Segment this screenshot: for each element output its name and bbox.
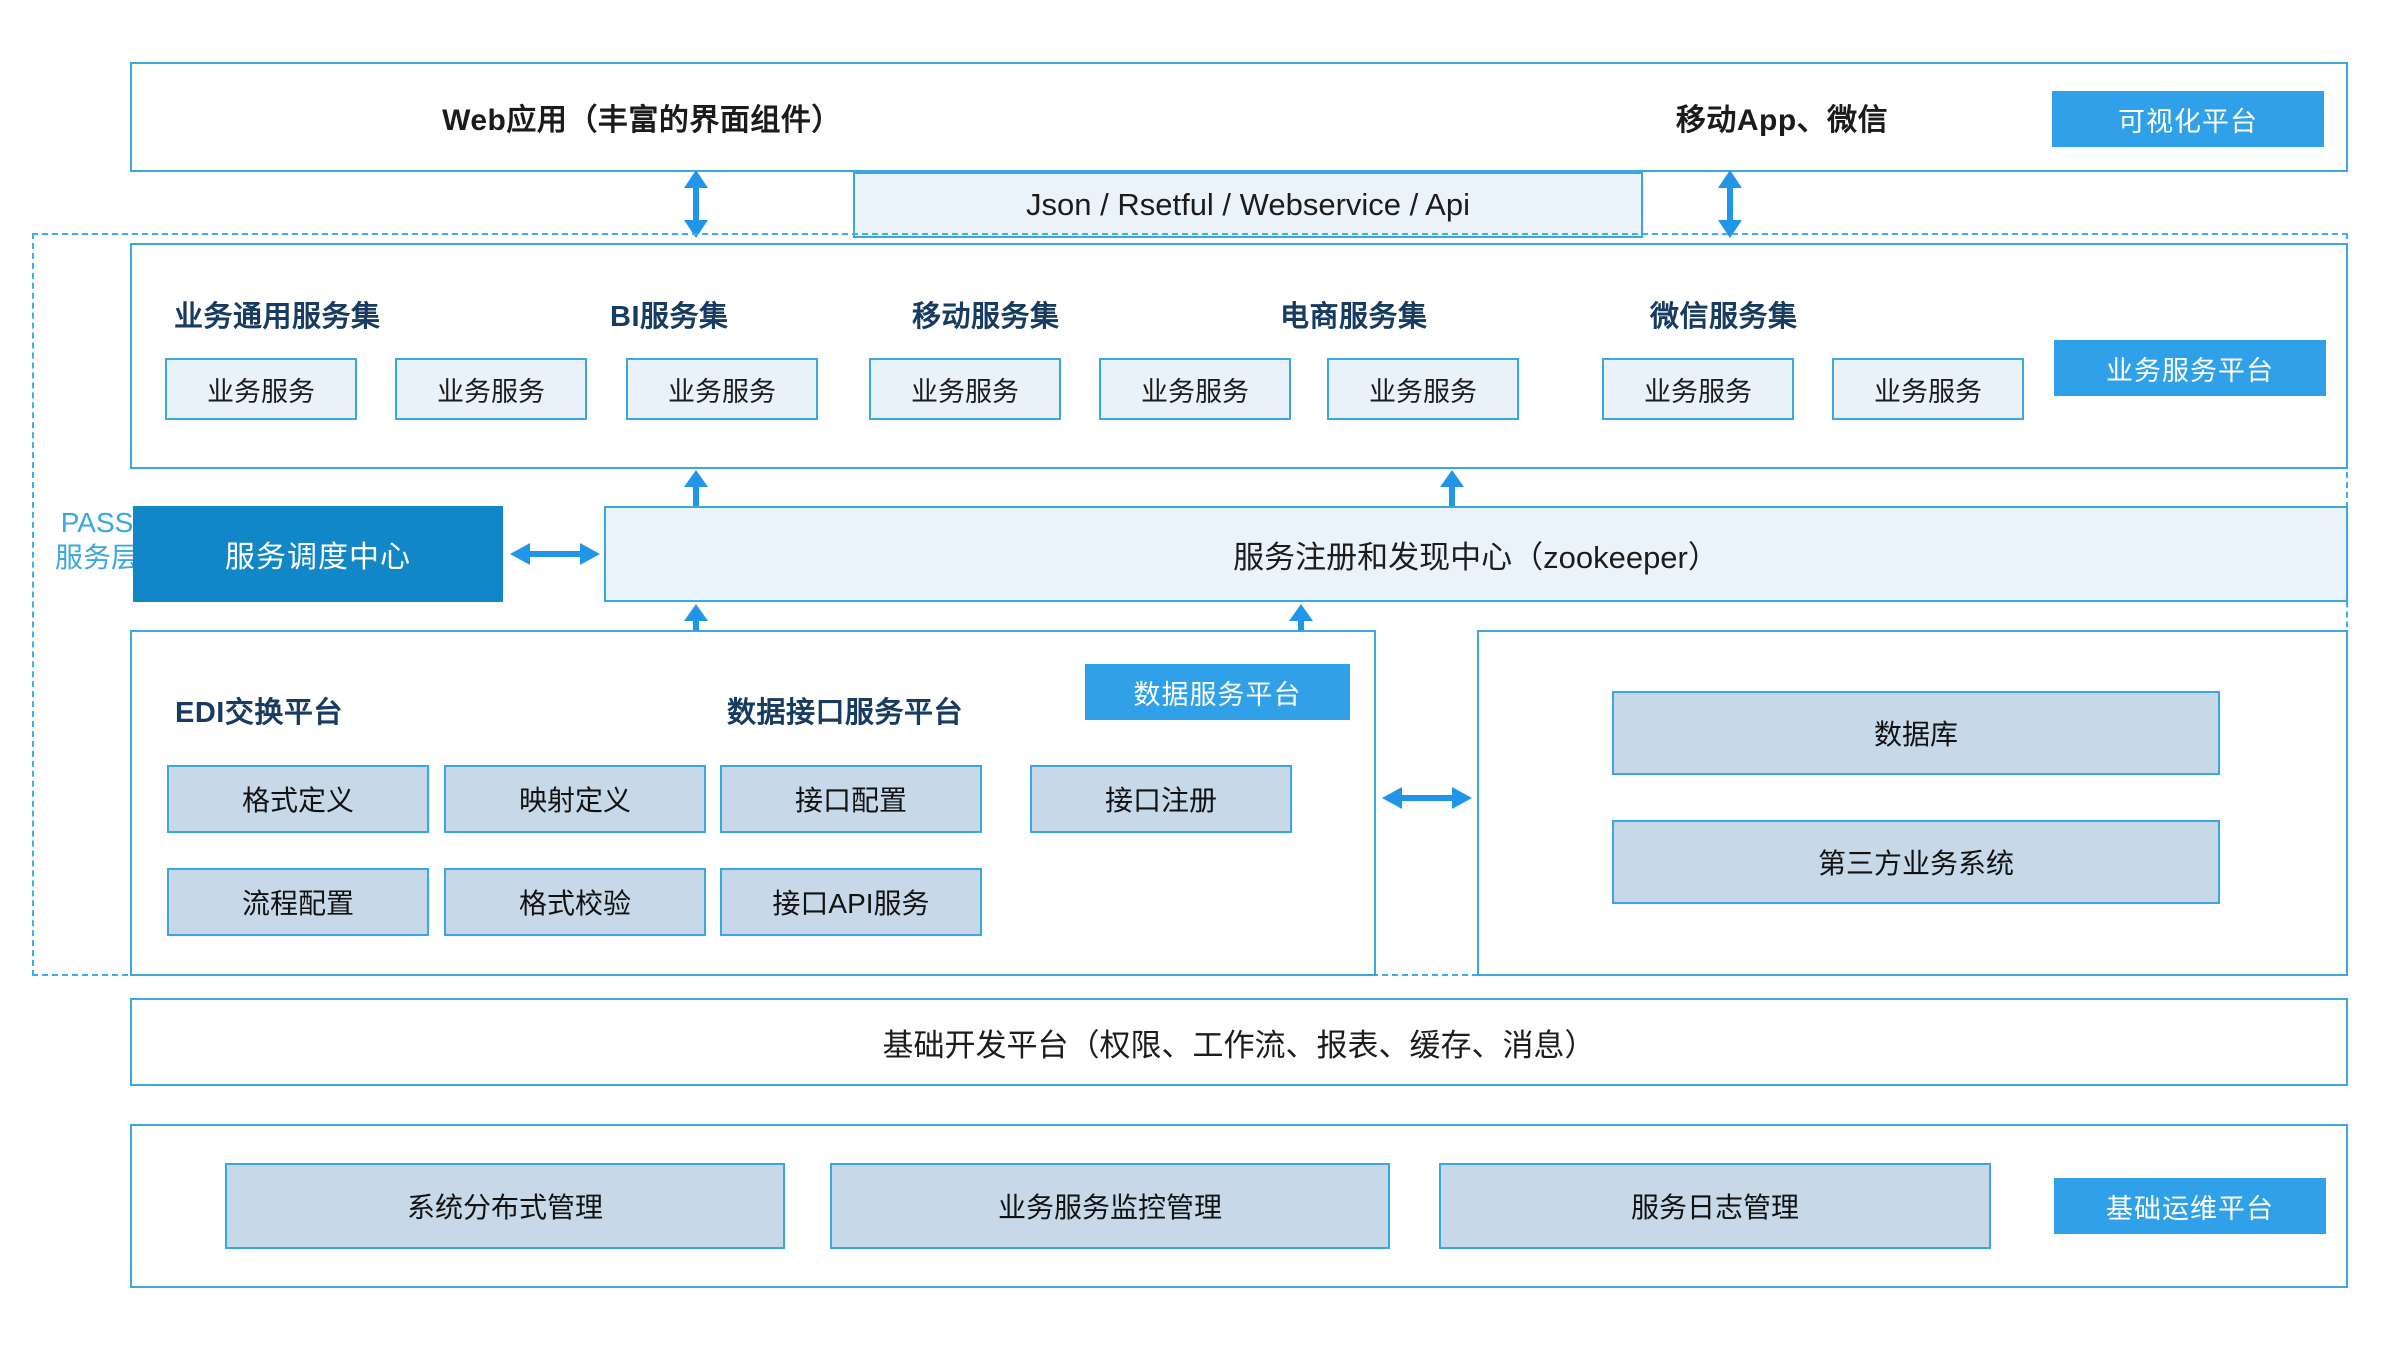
edi-item-1[interactable]: 映射定义 bbox=[444, 765, 706, 833]
ops-item-2[interactable]: 服务日志管理 bbox=[1439, 1163, 1991, 1249]
arrow-mobile-to-protocol bbox=[1714, 170, 1746, 238]
web-app-label: Web应用（丰富的界面组件） bbox=[442, 104, 842, 137]
pass-label-line1: PASS bbox=[60, 507, 134, 538]
pass-label-line2: 服务层 bbox=[54, 542, 139, 573]
edi-item-2[interactable]: 流程配置 bbox=[167, 868, 429, 936]
service-cell-3-0[interactable]: 业务服务 bbox=[1327, 358, 1519, 420]
mobile-app-label: 移动App、微信 bbox=[1675, 104, 1889, 137]
api-item-2[interactable]: 接口API服务 bbox=[720, 868, 982, 936]
service-group-title-2: 移动服务集 bbox=[912, 301, 1060, 333]
service-cell-0-0[interactable]: 业务服务 bbox=[165, 358, 357, 420]
edi-item-0[interactable]: 格式定义 bbox=[167, 765, 429, 833]
visualization-layer-panel: Web应用（丰富的界面组件） 移动App、微信 可视化平台 bbox=[130, 62, 2348, 172]
ops-platform-badge[interactable]: 基础运维平台 bbox=[2054, 1178, 2326, 1234]
service-group-title-4: 微信服务集 bbox=[1650, 301, 1798, 333]
base-dev-platform-label: 基础开发平台（权限、工作流、报表、缓存、消息） bbox=[882, 1027, 1596, 1063]
ops-platform-panel: 系统分布式管理 业务服务监控管理 服务日志管理 基础运维平台 bbox=[130, 1124, 2348, 1288]
service-group-title-3: 电商服务集 bbox=[1280, 301, 1428, 333]
service-cell-0-1[interactable]: 业务服务 bbox=[395, 358, 587, 420]
service-group-title-1: BI服务集 bbox=[610, 301, 729, 333]
edi-platform-title: EDI交换平台 bbox=[175, 697, 343, 729]
service-group-title-0: 业务通用服务集 bbox=[174, 301, 381, 333]
service-cell-4-0[interactable]: 业务服务 bbox=[1602, 358, 1794, 420]
visualization-platform-badge[interactable]: 可视化平台 bbox=[2052, 91, 2324, 147]
arrow-scheduler-to-registry bbox=[510, 538, 600, 570]
protocol-bar-label: Json / Rsetful / Webservice / Api bbox=[1026, 187, 1470, 222]
service-registry-box: 服务注册和发现中心（zookeeper） bbox=[604, 506, 2348, 602]
data-sources-panel: 数据库 第三方业务系统 bbox=[1477, 630, 2348, 976]
data-source-1[interactable]: 第三方业务系统 bbox=[1612, 820, 2220, 904]
api-platform-title: 数据接口服务平台 bbox=[727, 697, 964, 729]
api-item-1[interactable]: 接口注册 bbox=[1030, 765, 1292, 833]
ops-item-1[interactable]: 业务服务监控管理 bbox=[830, 1163, 1390, 1249]
service-cell-1-0[interactable]: 业务服务 bbox=[626, 358, 818, 420]
arrow-web-to-protocol bbox=[680, 170, 712, 238]
protocol-bar: Json / Rsetful / Webservice / Api bbox=[853, 172, 1643, 238]
business-service-platform-badge[interactable]: 业务服务平台 bbox=[2054, 340, 2326, 396]
arrow-dataplatform-to-sources bbox=[1382, 782, 1472, 814]
service-scheduler-box[interactable]: 服务调度中心 bbox=[133, 506, 503, 602]
service-registry-label: 服务注册和发现中心（zookeeper） bbox=[1233, 539, 1719, 575]
ops-item-0[interactable]: 系统分布式管理 bbox=[225, 1163, 785, 1249]
service-cell-2-0[interactable]: 业务服务 bbox=[869, 358, 1061, 420]
pass-layer-label: PASS 服务层 bbox=[22, 505, 172, 575]
data-source-0[interactable]: 数据库 bbox=[1612, 691, 2220, 775]
service-cell-2-1[interactable]: 业务服务 bbox=[1099, 358, 1291, 420]
api-item-0[interactable]: 接口配置 bbox=[720, 765, 982, 833]
base-dev-platform-panel: 基础开发平台（权限、工作流、报表、缓存、消息） bbox=[130, 998, 2348, 1086]
service-cell-4-1[interactable]: 业务服务 bbox=[1832, 358, 2024, 420]
business-service-platform-panel: 业务服务平台 业务通用服务集 BI服务集 移动服务集 电商服务集 微信服务集 业… bbox=[130, 243, 2348, 469]
data-service-platform-badge[interactable]: 数据服务平台 bbox=[1085, 664, 1350, 720]
data-service-platform-panel: 数据服务平台 EDI交换平台 数据接口服务平台 格式定义 映射定义 接口配置 接… bbox=[130, 630, 1376, 976]
edi-item-3[interactable]: 格式校验 bbox=[444, 868, 706, 936]
